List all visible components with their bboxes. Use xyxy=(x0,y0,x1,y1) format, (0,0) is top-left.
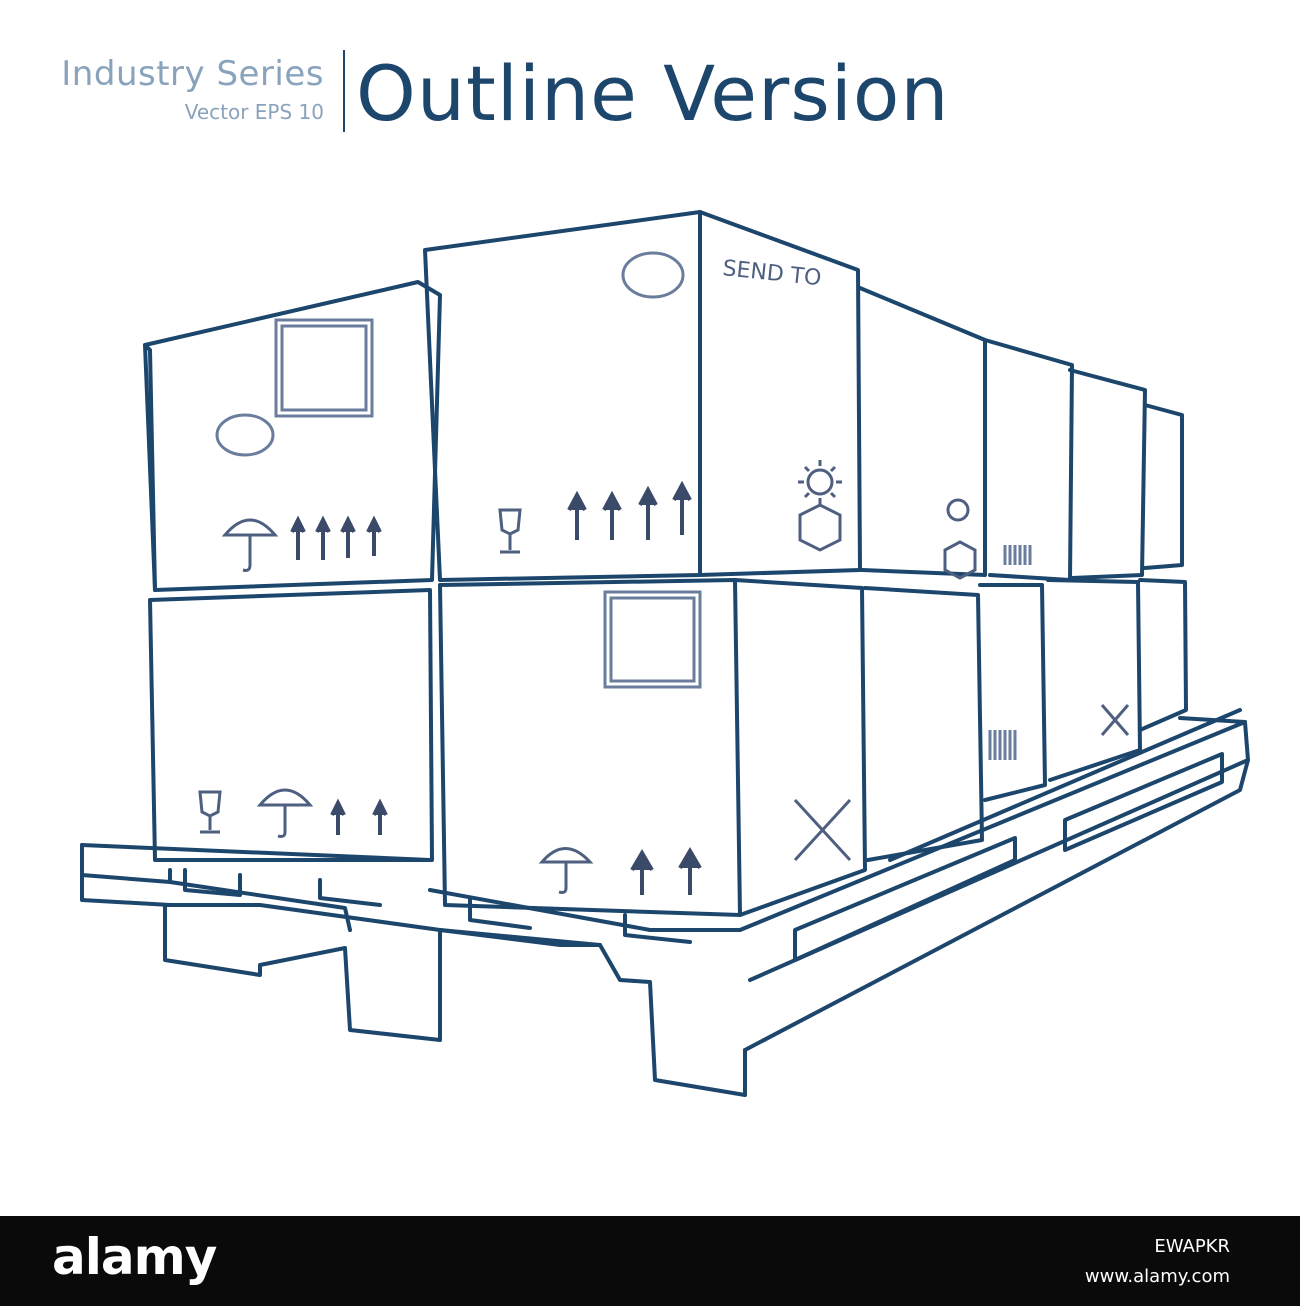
series-title-block: Industry Series Vector EPS 10 xyxy=(61,52,324,126)
pallet-illustration: SEND TO xyxy=(80,210,1250,1097)
shipping-labels xyxy=(215,251,1032,760)
alamy-logo: alamy xyxy=(52,1228,217,1286)
box-stack xyxy=(143,210,1188,917)
pallet xyxy=(80,708,1250,1097)
arrow-symbols xyxy=(290,480,702,895)
glass-symbols xyxy=(198,508,522,834)
page-title: Outline Version xyxy=(356,49,950,138)
image-id: EWAPKR xyxy=(1154,1236,1230,1257)
format-label: Vector EPS 10 xyxy=(184,100,324,124)
send-to-label: SEND TO xyxy=(721,256,822,291)
title-divider xyxy=(343,50,345,132)
sun-symbols xyxy=(798,460,977,580)
no-step-symbols xyxy=(793,704,1130,862)
umbrella-symbols xyxy=(221,518,594,894)
site-url: www.alamy.com xyxy=(1084,1266,1230,1287)
footer-bar: alamy EWAPKR www.alamy.com xyxy=(0,1216,1300,1306)
series-label: Industry Series xyxy=(61,54,324,94)
